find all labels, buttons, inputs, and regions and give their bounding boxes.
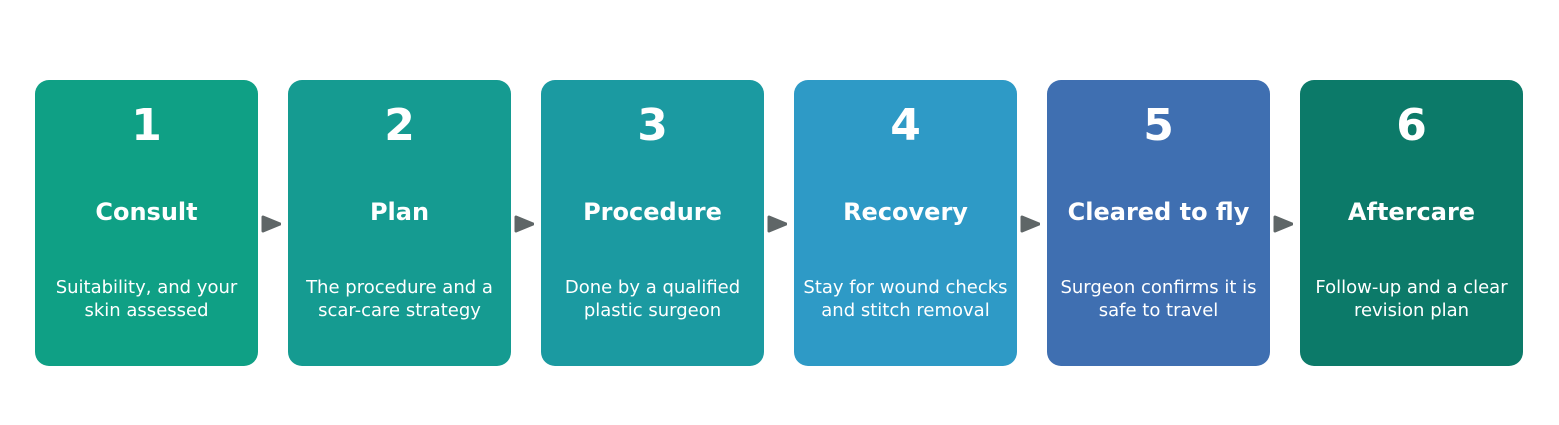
- step-number: 1: [131, 100, 162, 151]
- arrow-right-icon: [1273, 215, 1293, 233]
- arrow-right-icon: [1020, 215, 1040, 233]
- step-card-4: 4 Recovery Stay for wound checks and sti…: [794, 80, 1017, 366]
- step-title: Cleared to fly: [1067, 198, 1250, 226]
- step-description: Suitability, and your skin assessed: [55, 277, 238, 321]
- arrow-right-icon: [261, 215, 281, 233]
- step-description: Surgeon confirms it is safe to travel: [1060, 277, 1257, 321]
- step-card-2: 2 Plan The procedure and a scar-care str…: [288, 80, 511, 366]
- arrow-right-icon: [767, 215, 787, 233]
- step-card-1: 1 Consult Suitability, and your skin ass…: [35, 80, 258, 366]
- step-title: Aftercare: [1347, 198, 1476, 226]
- arrow-right-icon: [514, 215, 534, 233]
- step-number: 6: [1396, 100, 1427, 151]
- step-description: Follow-up and a clear revision plan: [1315, 277, 1508, 321]
- step-card-3: 3 Procedure Done by a qualified plastic …: [541, 80, 764, 366]
- step-number: 5: [1143, 100, 1174, 151]
- step-description: Done by a qualified plastic surgeon: [564, 277, 741, 321]
- step-card-6: 6 Aftercare Follow-up and a clear revisi…: [1300, 80, 1523, 366]
- step-title: Recovery: [843, 198, 968, 226]
- step-title: Consult: [95, 198, 198, 226]
- step-title: Plan: [369, 198, 430, 226]
- step-description: Stay for wound checks and stitch removal: [803, 277, 1008, 321]
- step-number: 2: [384, 100, 415, 151]
- step-title: Procedure: [583, 198, 722, 226]
- step-number: 3: [637, 100, 668, 151]
- step-card-5: 5 Cleared to fly Surgeon confirms it is …: [1047, 80, 1270, 366]
- step-description: The procedure and a scar-care strategy: [306, 277, 493, 321]
- step-number: 4: [890, 100, 921, 151]
